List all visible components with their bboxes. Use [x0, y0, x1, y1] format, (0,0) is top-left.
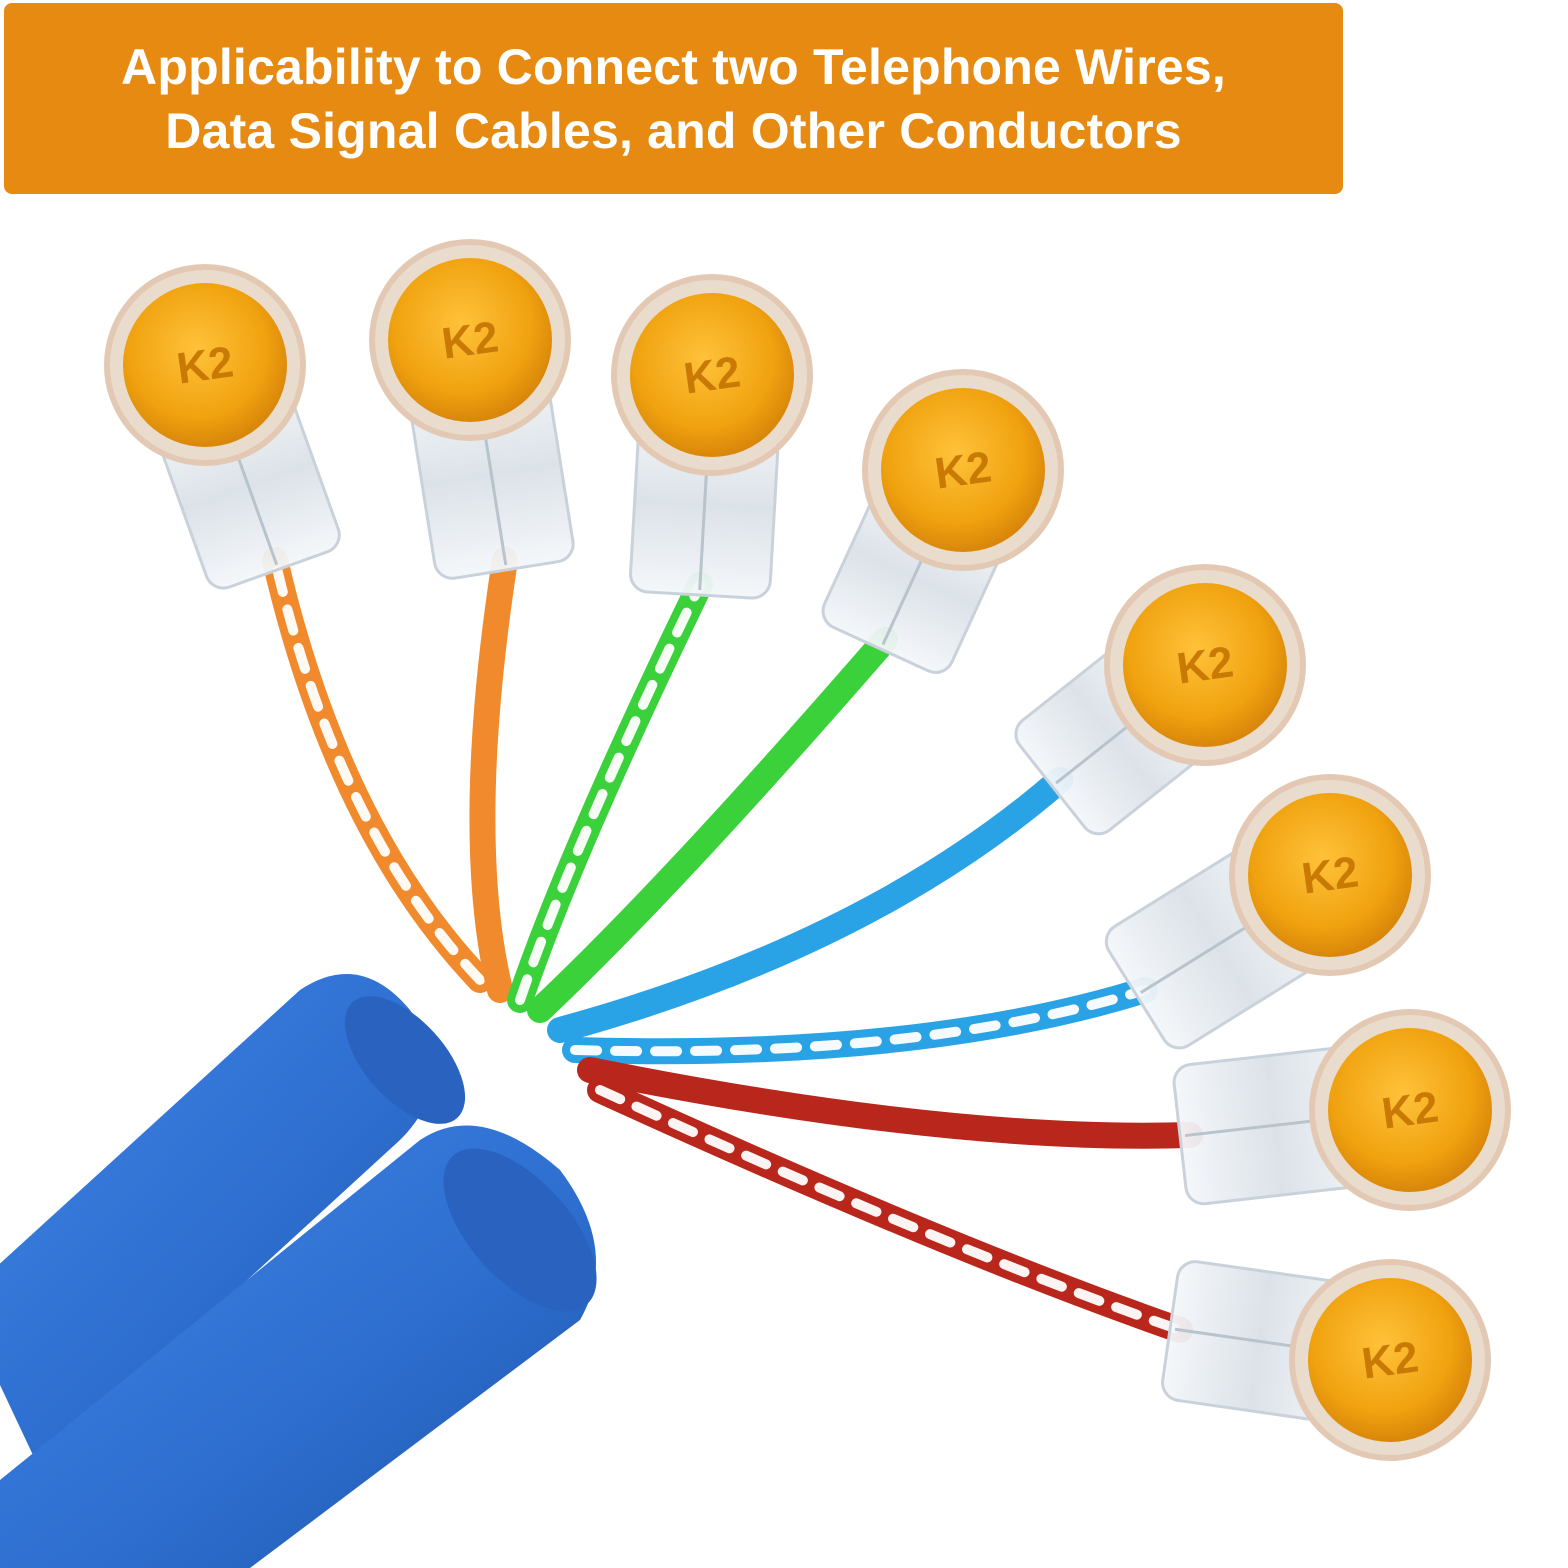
connector-cap — [1248, 793, 1412, 957]
cable-jacket — [0, 974, 597, 1568]
k2-connector: K2 — [1014, 564, 1306, 836]
connector-cap — [1328, 1028, 1492, 1192]
cable-jacket-lower — [0, 1125, 596, 1568]
k2-connector: K2 — [369, 239, 575, 580]
k2-label: K2 — [1299, 847, 1362, 903]
connector-cap — [123, 283, 287, 447]
k2-label: K2 — [932, 442, 995, 498]
k2-connector: K2 — [1104, 774, 1431, 1050]
wire-orange-white — [262, 547, 493, 993]
k2-connector: K2 — [104, 264, 341, 590]
k2-label: K2 — [174, 337, 237, 393]
connector-cap — [388, 258, 552, 422]
connector-cap — [630, 293, 794, 457]
k2-label: K2 — [681, 347, 744, 403]
twisted-wire-pairs — [262, 547, 1203, 1343]
wire-twist-orange-white — [270, 555, 485, 985]
wire-twist-blue — [555, 775, 1065, 1035]
wire-twist-red — [585, 1065, 1195, 1141]
wire-twist-green — [535, 635, 890, 1015]
k2-label: K2 — [1174, 637, 1237, 693]
connector-cap — [881, 388, 1045, 552]
cable-jacket-upper — [0, 974, 433, 1470]
k2-connector: K2 — [1161, 1259, 1491, 1461]
cable-jacket-upper-end — [344, 996, 466, 1124]
wire-twist-orange — [477, 555, 510, 995]
wire-twist-red-white — [595, 1085, 1185, 1335]
k2-connector: K2 — [1172, 1009, 1511, 1211]
headline-line-1: Applicability to Connect two Telephone W… — [121, 38, 1226, 95]
headline-line-2: Data Signal Cables, and Other Conductors — [165, 102, 1182, 159]
connector-cap — [1123, 583, 1287, 747]
wire-twist-blue-white — [570, 985, 1150, 1057]
wire-twist-green-white — [515, 580, 705, 1005]
cable-jacket-lower-end — [443, 1148, 597, 1312]
k2-label: K2 — [1379, 1082, 1442, 1138]
headline-banner: Applicability to Connect two Telephone W… — [4, 3, 1343, 194]
k2-label: K2 — [1359, 1332, 1422, 1388]
connector-cap — [1308, 1278, 1472, 1442]
k2-connector: K2 — [821, 369, 1064, 674]
k2-label: K2 — [439, 312, 502, 368]
k2-connector: K2 — [611, 274, 813, 600]
